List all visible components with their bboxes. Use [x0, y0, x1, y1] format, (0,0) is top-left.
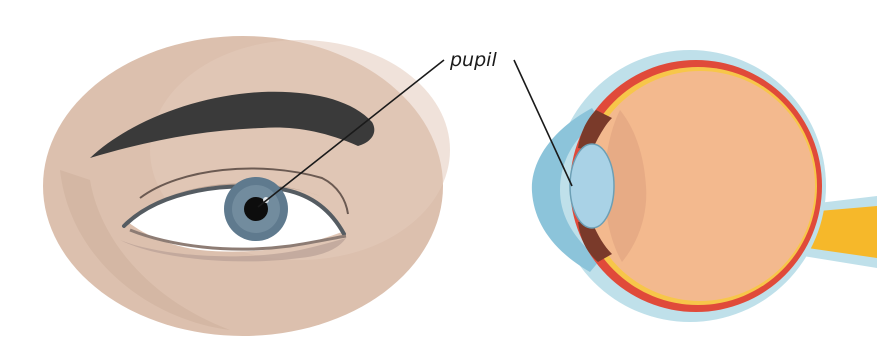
- pupil-label: pupil: [449, 49, 497, 71]
- eye-cross-section: [532, 50, 877, 322]
- lens: [570, 144, 614, 228]
- front-eye-view: [43, 36, 450, 336]
